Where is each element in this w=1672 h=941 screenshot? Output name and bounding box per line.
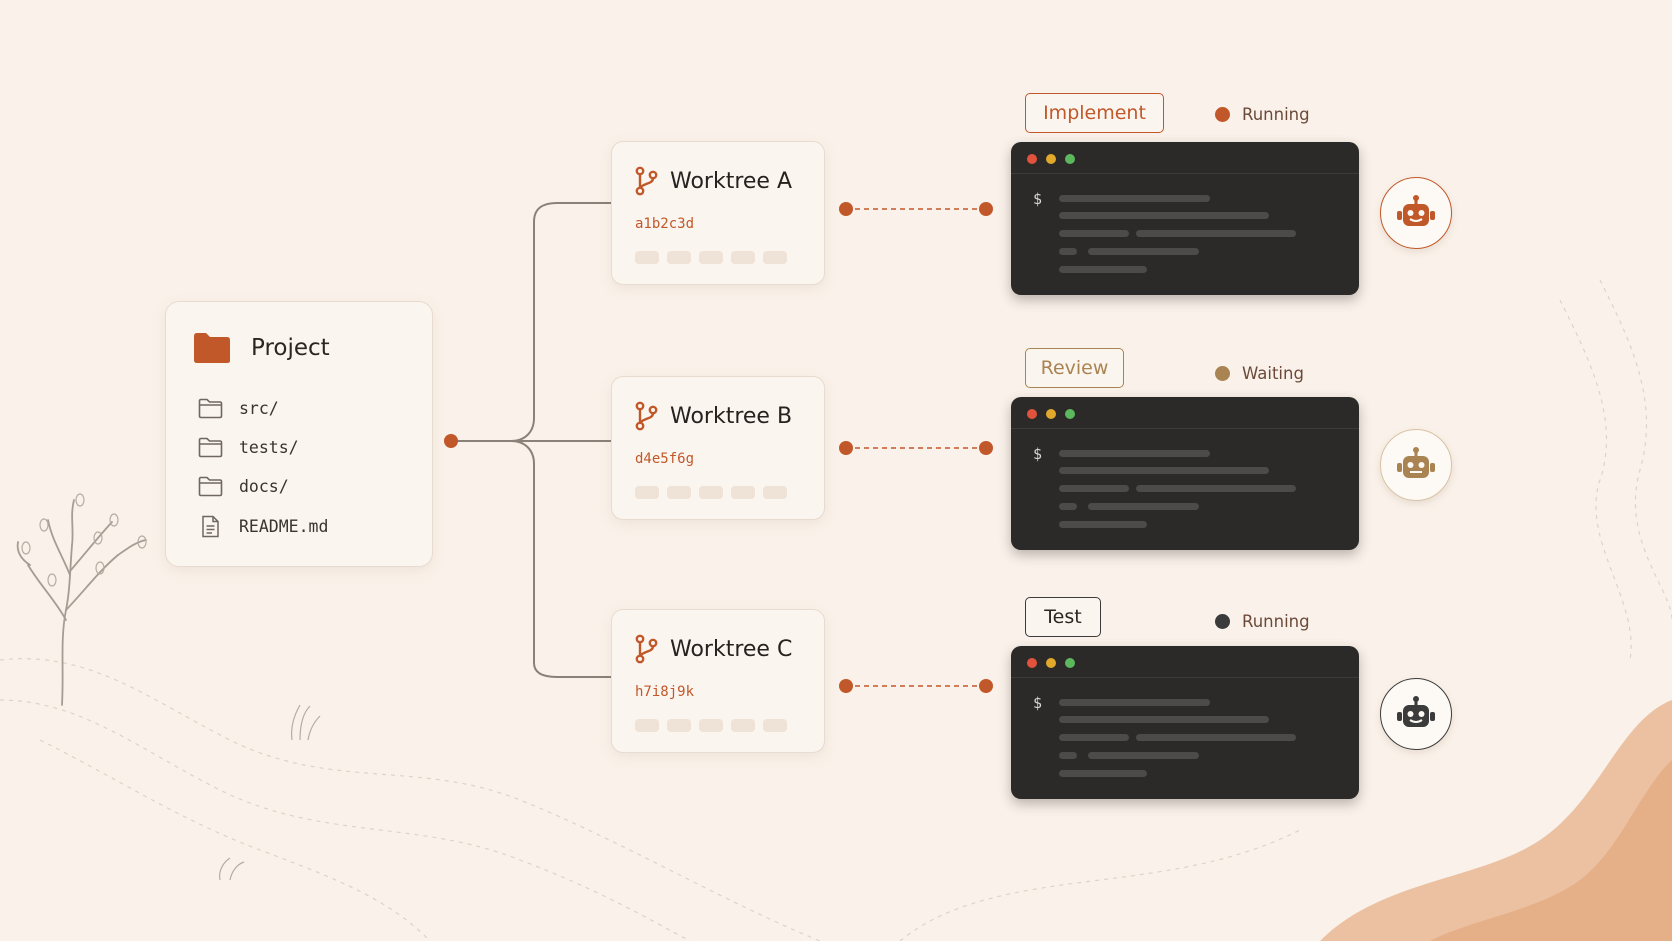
status-indicator: Running [1215,105,1310,124]
status-dot [1215,614,1230,629]
terminal-prompt: $ [1033,694,1043,712]
terminal-titlebar [1011,397,1359,429]
project-header: Project [192,332,330,364]
worktree-placeholder-bars [635,719,787,732]
terminal-window-test[interactable]: $ [1011,646,1359,799]
terminal-titlebar [1011,142,1359,174]
file-item-label: docs/ [239,477,289,496]
status-dot [1215,366,1230,381]
maximize-dot-icon [1065,409,1075,419]
maximize-dot-icon [1065,658,1075,668]
status-indicator: Waiting [1215,364,1304,383]
worktree-placeholder-bars [635,486,787,499]
project-title: Project [251,335,330,361]
status-dot [1215,107,1230,122]
maximize-dot-icon [1065,154,1075,164]
close-dot-icon [1027,154,1037,164]
tree-illustration [16,499,147,706]
minimize-dot-icon [1046,154,1056,164]
file-item-readme[interactable]: README.md [198,515,328,538]
robot-icon [1397,195,1435,226]
worktree-hash: h7i8j9k [635,684,695,700]
robot-agent-avatar[interactable] [1380,678,1452,750]
task-tag-test: Test [1025,597,1101,637]
status-label: Waiting [1242,364,1304,383]
git-branch-icon [635,166,658,196]
worktree-card-a[interactable]: Worktree A a1b2c3d [611,141,825,285]
worktree-placeholder-bars [635,251,787,264]
project-connector-dot [444,434,458,448]
project-card[interactable]: Project src/ tests/ docs/ README.md [165,301,433,567]
worktree-card-b[interactable]: Worktree B d4e5f6g [611,376,825,520]
minimize-dot-icon [1046,658,1056,668]
terminal-prompt: $ [1033,445,1043,463]
worktree-card-c[interactable]: Worktree C h7i8j9k [611,609,825,753]
terminal-window-review[interactable]: $ [1011,397,1359,550]
git-branch-icon [635,401,658,431]
robot-icon [1397,696,1435,727]
worktree-title: Worktree A [670,168,793,194]
terminal-titlebar [1011,646,1359,678]
status-label: Running [1242,612,1310,631]
close-dot-icon [1027,658,1037,668]
task-tag-review: Review [1025,348,1124,388]
status-label: Running [1242,105,1310,124]
worktree-hash: a1b2c3d [635,216,695,232]
folder-outline-icon [198,437,223,458]
folder-outline-icon [198,398,223,419]
file-icon [202,515,219,538]
robot-icon [1397,447,1435,478]
task-tag-implement: Implement [1025,93,1164,133]
minimize-dot-icon [1046,409,1056,419]
file-item-tests[interactable]: tests/ [198,437,299,458]
status-indicator: Running [1215,612,1310,631]
file-item-docs[interactable]: docs/ [198,476,289,497]
robot-agent-avatar[interactable] [1380,177,1452,249]
worktree-title: Worktree C [670,636,793,662]
file-item-label: src/ [239,399,279,418]
worktree-hash: d4e5f6g [635,451,695,467]
file-item-label: README.md [239,517,329,536]
close-dot-icon [1027,409,1037,419]
robot-agent-avatar[interactable] [1380,429,1452,501]
file-item-label: tests/ [239,438,299,457]
terminal-window-implement[interactable]: $ [1011,142,1359,295]
terminal-prompt: $ [1033,190,1043,208]
file-item-src[interactable]: src/ [198,398,279,419]
git-branch-icon [635,634,658,664]
folder-outline-icon [198,476,223,497]
folder-icon [194,333,230,363]
worktree-title: Worktree B [670,403,793,429]
